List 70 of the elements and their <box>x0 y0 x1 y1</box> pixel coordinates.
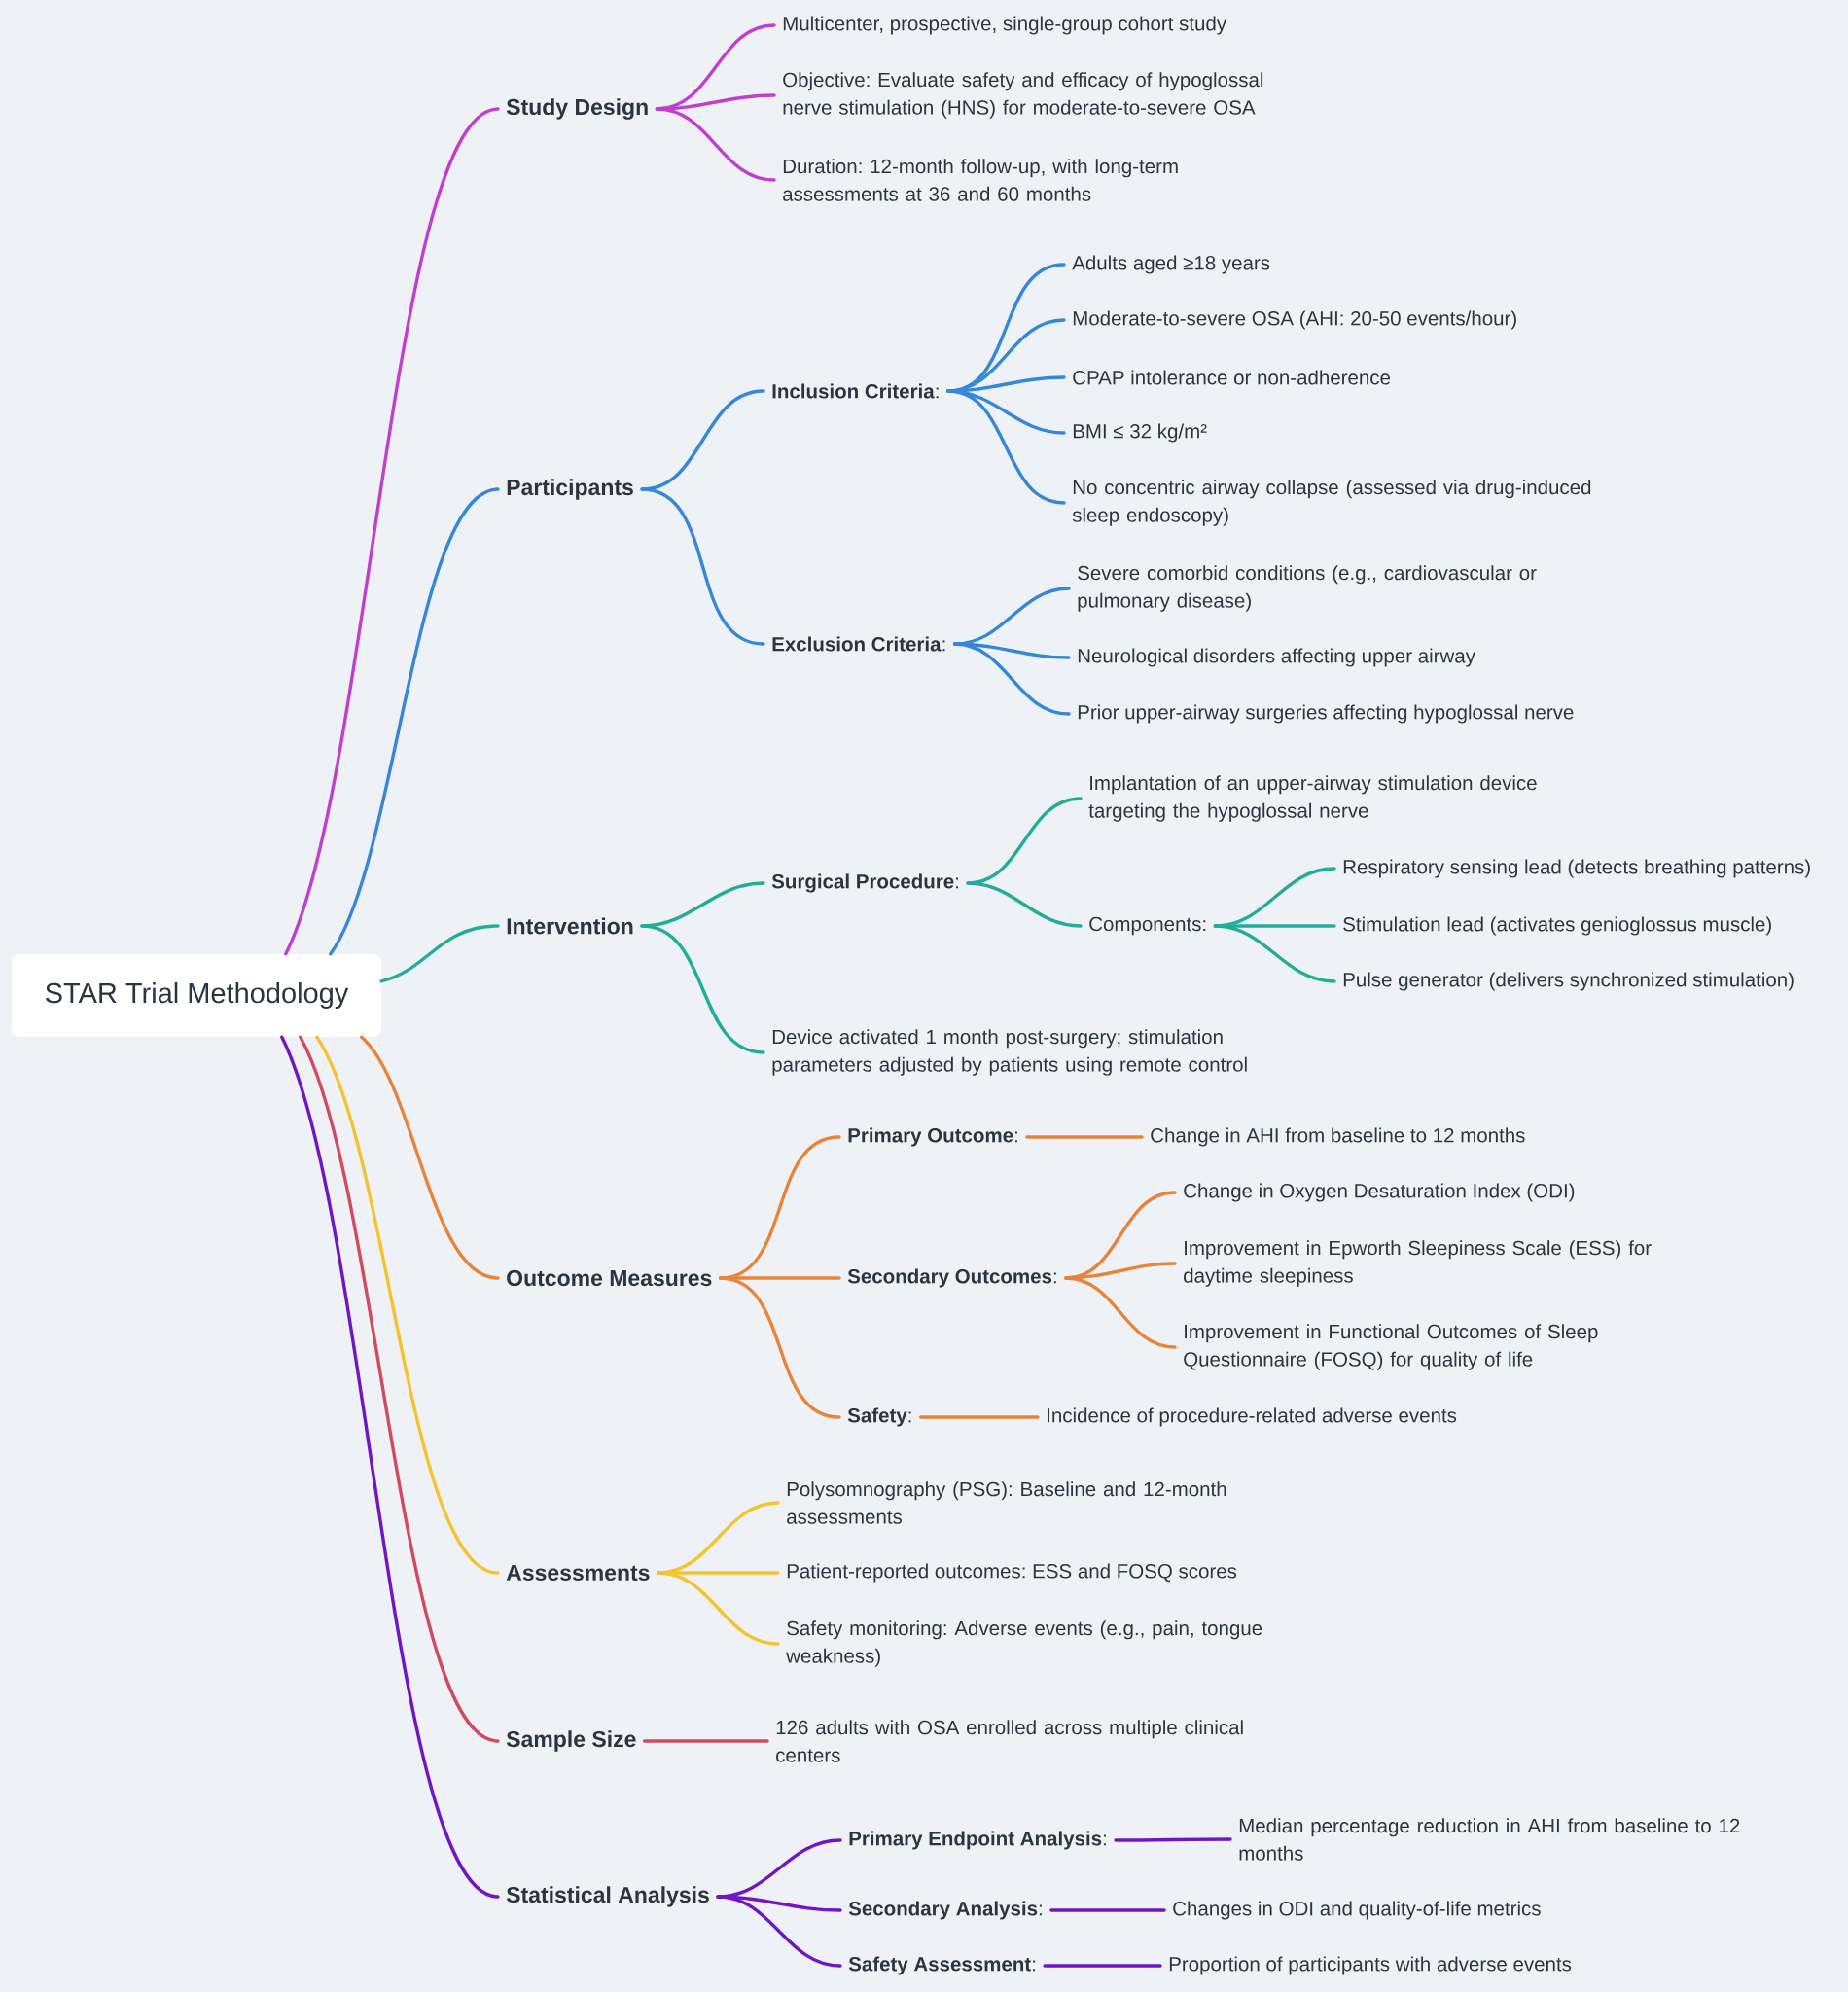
leaf-text: Duration: 12-month follow-up, with long-term assessments at 36 and 60 months <box>783 159 1178 201</box>
connector-line <box>640 487 765 646</box>
sub-branch-label: Components: <box>1089 916 1206 936</box>
branch-label: Sample Size <box>506 1730 636 1752</box>
connector-line <box>360 1035 500 1280</box>
connector-line <box>284 107 500 956</box>
connector-line <box>1049 1908 1166 1912</box>
connector-line <box>1025 1135 1144 1139</box>
connector-line <box>918 1415 1040 1419</box>
branch-label: Assessments <box>506 1565 650 1582</box>
leaf-text: Prior upper-airway surgeries affecting hypoglossal nerve <box>1078 704 1574 724</box>
connector-line <box>716 1895 842 1968</box>
sub-branch-label: Primary Outcome: <box>848 1127 1017 1147</box>
leaf-text: Objective: Evaluate safety and efficacy of hypoglossal nerve stimulation (HNS) for moderate-to-severe OSA <box>783 72 1263 119</box>
connector-line <box>640 924 765 1054</box>
connector-line <box>718 1276 841 1419</box>
connector-line <box>280 1035 500 1899</box>
leaf-text: Stimulation lead (activates genioglossus muscle) <box>1343 916 1771 936</box>
connector-line <box>379 924 500 983</box>
connector-line <box>946 389 1066 505</box>
sub-branch-label: Inclusion Criteria: <box>772 383 939 399</box>
leaf-text: BMI ≤ 32 kg/m² <box>1073 423 1207 443</box>
connector-line <box>299 1035 500 1743</box>
connector-line <box>1064 1276 1177 1349</box>
connector-line <box>1213 924 1336 983</box>
connector-line <box>1043 1964 1162 1968</box>
connector-line <box>642 1739 769 1743</box>
leaf-text: Multicenter, prospective, single-group cohort study <box>783 16 1226 35</box>
leaf-text: Incidence of procedure-related adverse events <box>1048 1407 1457 1427</box>
leaf-text: Polysomnography (PSG): Baseline and 12-month assessments <box>787 1481 1226 1524</box>
connector-line <box>952 642 1071 716</box>
leaf-text: Changes in ODI and quality-of-life metrics <box>1173 1901 1541 1920</box>
sub-branch-label: Secondary Outcomes: <box>847 1268 1056 1288</box>
leaf-text: Patient-reported outcomes: ESS and FOSQ scores <box>787 1563 1237 1583</box>
connector-line <box>1114 1837 1232 1842</box>
sub-branch-label: Safety: <box>847 1407 911 1427</box>
leaf-text: Adults aged ≥18 years <box>1072 255 1270 274</box>
leaf-text: No concentric airway collapse (assessed via drug-induced sleep endoscopy) <box>1072 480 1591 526</box>
connector-line <box>657 1571 780 1646</box>
leaf-text: Pulse generator (delivers synchronized stimulation) <box>1343 972 1794 991</box>
connector-line <box>329 487 500 956</box>
sub-branch-label: Secondary Analysis: <box>848 1901 1042 1920</box>
leaf-text: CPAP intolerance or non-adherence <box>1073 370 1391 385</box>
leaf-text: Proportion of participants with adverse events <box>1169 1956 1572 1975</box>
leaf-text: Respiratory sensing lead (detects breathing patterns) <box>1343 859 1810 878</box>
leaf-text: 126 adults with OSA enrolled across multiple clinical centers <box>776 1720 1243 1762</box>
sub-branch-label: Surgical Procedure: <box>771 873 958 893</box>
connector-line <box>966 881 1083 928</box>
branch-label: Intervention <box>507 917 633 935</box>
leaf-text: Median percentage reduction in AHI from baseline to 12 months <box>1239 1818 1740 1861</box>
leaf-text: Change in AHI from baseline to 12 months <box>1151 1127 1525 1147</box>
leaf-text: Change in Oxygen Desaturation Index (ODI) <box>1184 1183 1575 1202</box>
leaf-text: Safety monitoring: Adverse events (e.g., pain, tongue weakness) <box>786 1620 1262 1667</box>
leaf-text: Device activated 1 month post-surgery; stimulation parameters adjusted by patients using remote control <box>772 1029 1247 1076</box>
branch-label: Study Design <box>506 98 648 120</box>
leaf-text: Implantation of an upper-airway stimulation device targeting the hypoglossal nerve <box>1088 775 1537 822</box>
leaf-text: Moderate-to-severe OSA (AHI: 20-50 events/hour) <box>1073 310 1516 330</box>
leaf-text: Improvement in Epworth Sleepiness Scale (ESS) for daytime sleepiness <box>1184 1240 1652 1287</box>
leaf-text: Improvement in Functional Outcomes of Sleep Questionnaire (FOSQ) for quality of life <box>1184 1324 1598 1370</box>
topic-box: STAR Trial Methodology <box>12 954 381 1037</box>
leaf-text: Severe comorbid conditions (e.g., cardiovascular or pulmonary disease) <box>1078 565 1537 612</box>
sub-branch-label: Primary Endpoint Analysis: <box>849 1831 1106 1850</box>
connector-line <box>655 107 776 182</box>
branch-label: Participants <box>507 479 633 500</box>
sub-branch-label: Exclusion Criteria: <box>772 636 945 652</box>
sub-branch-label: Safety Assessment: <box>848 1956 1036 1975</box>
leaf-text: Neurological disorders affecting upper airway <box>1078 648 1475 667</box>
branch-label: Statistical Analysis <box>506 1886 709 1907</box>
connector-line <box>315 1035 500 1575</box>
branch-label: Outcome Measures <box>507 1269 712 1287</box>
